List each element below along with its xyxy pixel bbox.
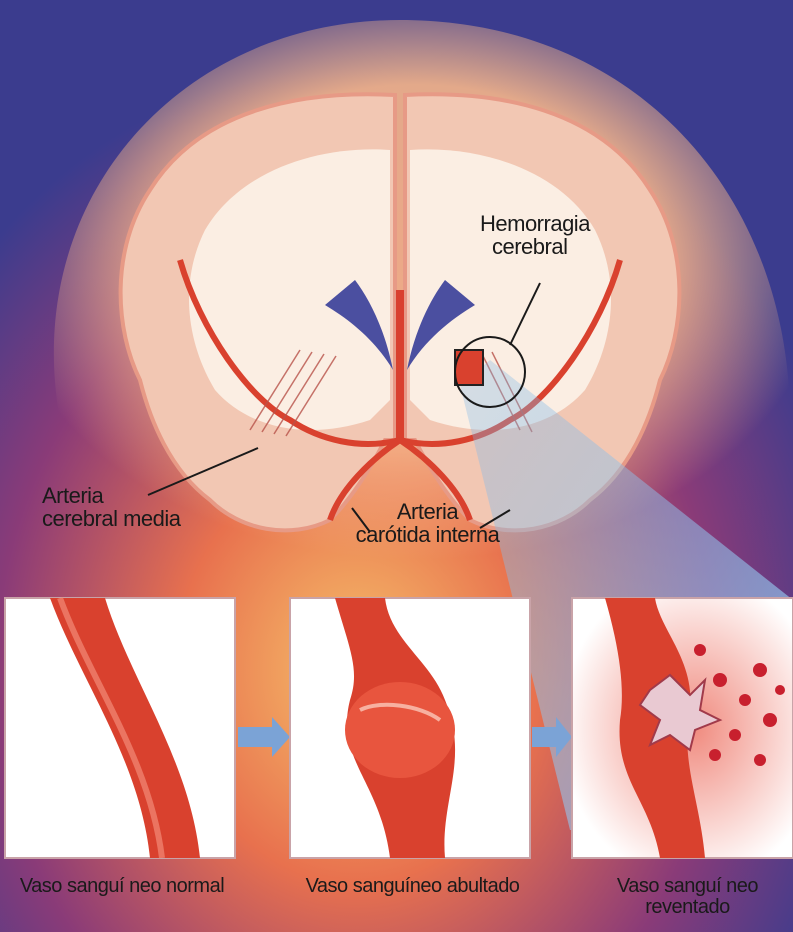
label-arteria-media: Arteria cerebral media	[42, 484, 181, 530]
caption-ruptured: Vaso sanguí neo reventado	[585, 876, 790, 918]
panel-bulging	[290, 598, 530, 858]
caption-normal: Vaso sanguí neo normal	[2, 876, 242, 897]
panel-normal	[5, 598, 235, 858]
caption-bulging: Vaso sanguíneo abultado	[285, 876, 540, 897]
label-arteria-carotida: Arteria carótida interna	[340, 500, 515, 546]
label-hemorragia: Hemorragia cerebral	[480, 212, 590, 258]
panel-ruptured	[572, 598, 793, 858]
